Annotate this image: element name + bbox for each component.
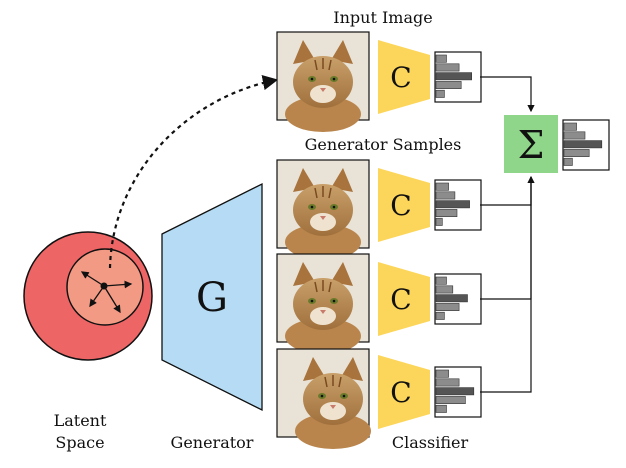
latent-label-line2: Space — [55, 433, 104, 452]
classifier-block: C — [378, 168, 430, 242]
histogram-bar — [563, 157, 573, 166]
classifier-label: Classifier — [392, 433, 469, 452]
input-cat-image — [276, 31, 370, 132]
classifier-block: C — [378, 355, 430, 429]
connections — [480, 76, 535, 393]
connector-sample1-to-sum — [480, 175, 535, 206]
classifier-symbol: C — [390, 189, 411, 222]
classifier-block: C — [378, 262, 430, 336]
histogram-sample-3 — [434, 366, 482, 418]
histogram-bar — [435, 217, 443, 226]
generated-cat-image-3 — [276, 348, 371, 449]
histogram-sample-1 — [434, 179, 482, 231]
histogram-bar — [435, 396, 466, 404]
histogram-bar — [435, 191, 456, 200]
classifier-block: C — [378, 40, 430, 114]
connector-input-to-sum — [480, 76, 535, 113]
sum-symbol: Σ — [518, 123, 545, 167]
histogram-input — [434, 51, 482, 103]
histogram-bar — [435, 387, 475, 396]
histogram-bar — [435, 369, 449, 378]
classifier-symbol: C — [390, 283, 411, 316]
histogram-bar — [435, 404, 447, 413]
latent-arrow — [103, 285, 121, 314]
histogram-bar — [435, 89, 445, 98]
histogram-bar — [435, 72, 473, 81]
latent-label-line1: Latent — [54, 411, 107, 430]
connector-sample2-to-sum — [480, 177, 532, 300]
histogram-bar — [435, 182, 449, 191]
histogram-bar — [435, 209, 458, 217]
histogram-bar — [435, 311, 445, 320]
histogram-bar — [563, 149, 590, 157]
generated-cat-image-1 — [276, 159, 370, 260]
generator-samples-label: Generator Samples — [305, 135, 462, 154]
generator-symbol: G — [196, 275, 228, 321]
histogram-bar — [435, 303, 460, 311]
histogram-bar — [435, 200, 470, 209]
histogram-bar — [435, 63, 460, 72]
latent-arrow — [89, 285, 105, 308]
histogram-bar — [435, 285, 454, 294]
histogram-sum — [562, 119, 610, 171]
input-image-label: Input Image — [333, 8, 432, 27]
histogram-bar — [563, 122, 577, 131]
histogram-bar — [435, 378, 460, 387]
classifier-symbol: C — [390, 61, 411, 94]
generator-block — [161, 182, 263, 412]
generated-cat-image-2 — [276, 253, 370, 354]
latent-arrow — [80, 271, 105, 287]
histogram-bar — [435, 276, 447, 285]
histogram-bar — [563, 131, 586, 140]
histogram-bar — [435, 294, 468, 303]
generator-label: Generator — [171, 433, 254, 452]
latent-arrow — [103, 280, 133, 289]
histogram-bar — [435, 81, 462, 90]
latent-space — [23, 231, 153, 361]
histogram-sample-2 — [434, 273, 482, 325]
classifier-symbol: C — [390, 376, 411, 409]
connector-sample3-to-sum — [480, 177, 532, 393]
histogram-bar — [435, 54, 447, 63]
projection-dashed-arrow — [108, 75, 279, 269]
histogram-bar — [563, 140, 603, 149]
sum-block — [504, 115, 558, 173]
